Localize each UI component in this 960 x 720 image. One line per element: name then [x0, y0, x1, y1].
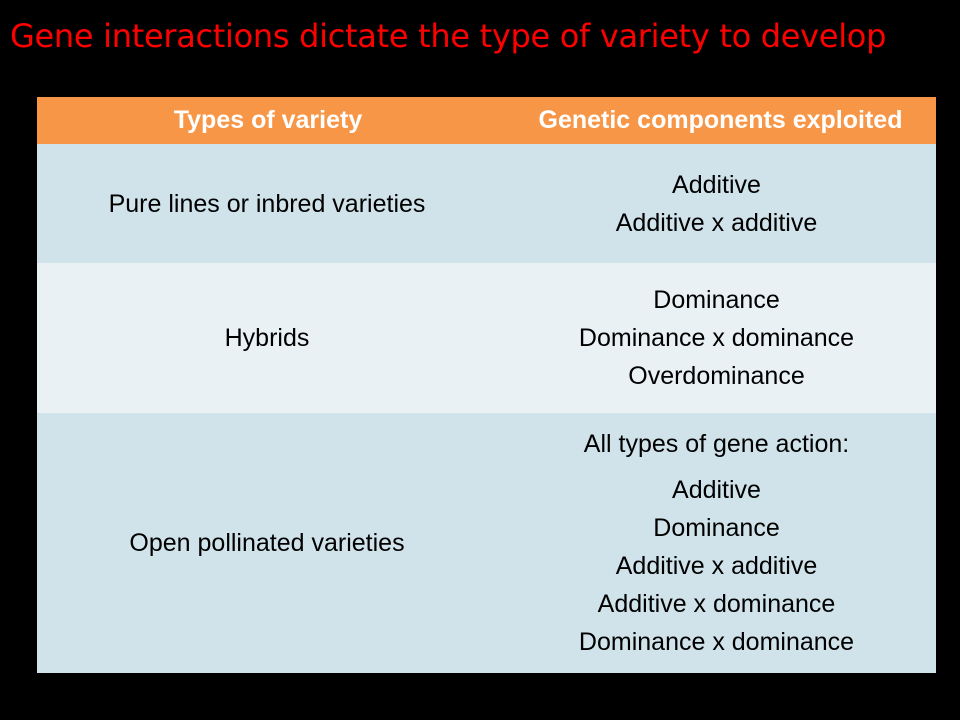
variety-cell: Hybrids — [224, 324, 310, 352]
table-row: Hybrids Dominance Dominance x dominance … — [37, 263, 936, 413]
component-item: Additive — [672, 476, 761, 504]
components-cell: Dominance Dominance x dominance Overdomi… — [497, 263, 936, 413]
component-item: Additive x additive — [615, 552, 818, 580]
table-row: Open pollinated varieties All types of g… — [37, 413, 936, 673]
components-cell: All types of gene action: Additive Domin… — [497, 413, 936, 673]
header-genetic-components: Genetic components exploited — [538, 106, 903, 134]
variety-cell: Pure lines or inbred varieties — [108, 189, 426, 218]
header-types-of-variety: Types of variety — [173, 106, 363, 134]
component-item: Additive — [672, 170, 761, 199]
variety-cell: Open pollinated varieties — [129, 529, 405, 557]
component-item: Overdominance — [628, 362, 805, 390]
gene-action-lead: All types of gene action: — [583, 430, 850, 458]
variety-table: Types of variety Genetic components expl… — [37, 97, 936, 673]
component-item: Dominance x dominance — [578, 324, 855, 352]
table-header-row: Types of variety Genetic components expl… — [37, 97, 936, 144]
component-item: Dominance — [653, 514, 780, 542]
table-row: Pure lines or inbred varieties Additive … — [37, 144, 936, 263]
component-item: Additive x dominance — [597, 590, 836, 618]
slide-title: Gene interactions dictate the type of va… — [10, 17, 887, 55]
component-item: Dominance — [653, 286, 780, 314]
component-item: Dominance x dominance — [578, 628, 855, 656]
component-item: Additive x additive — [615, 208, 818, 237]
components-cell: Additive Additive x additive — [497, 144, 936, 263]
